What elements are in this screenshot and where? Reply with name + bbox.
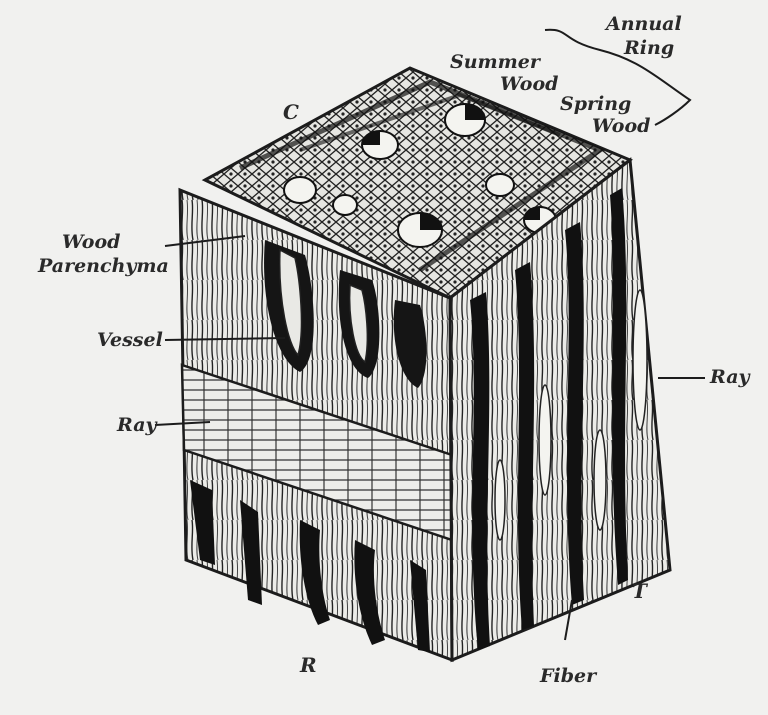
annual-ring-label-line1: Annual xyxy=(606,14,682,34)
spring-wood-label-line2: Wood xyxy=(592,116,650,136)
vessel-label: Vessel xyxy=(97,330,163,350)
annual-ring-label-line2: Ring xyxy=(624,38,674,58)
tangential-section-letter-t: T xyxy=(632,581,647,601)
summer-wood-label-line2: Wood xyxy=(500,74,558,94)
ray-label-left: Ray xyxy=(117,415,157,435)
fiber-label: Fiber xyxy=(540,666,596,686)
cross-section-letter-c: C xyxy=(283,102,299,122)
summer-wood-label-line1: Summer xyxy=(450,52,540,72)
radial-section-letter-r: R xyxy=(300,655,317,675)
wood-parenchyma-label-line2: Parenchyma xyxy=(38,256,169,276)
spring-wood-label-line1: Spring xyxy=(560,94,631,114)
ray-label-right: Ray xyxy=(710,367,750,387)
wood-parenchyma-label-line1: Wood xyxy=(62,232,120,252)
